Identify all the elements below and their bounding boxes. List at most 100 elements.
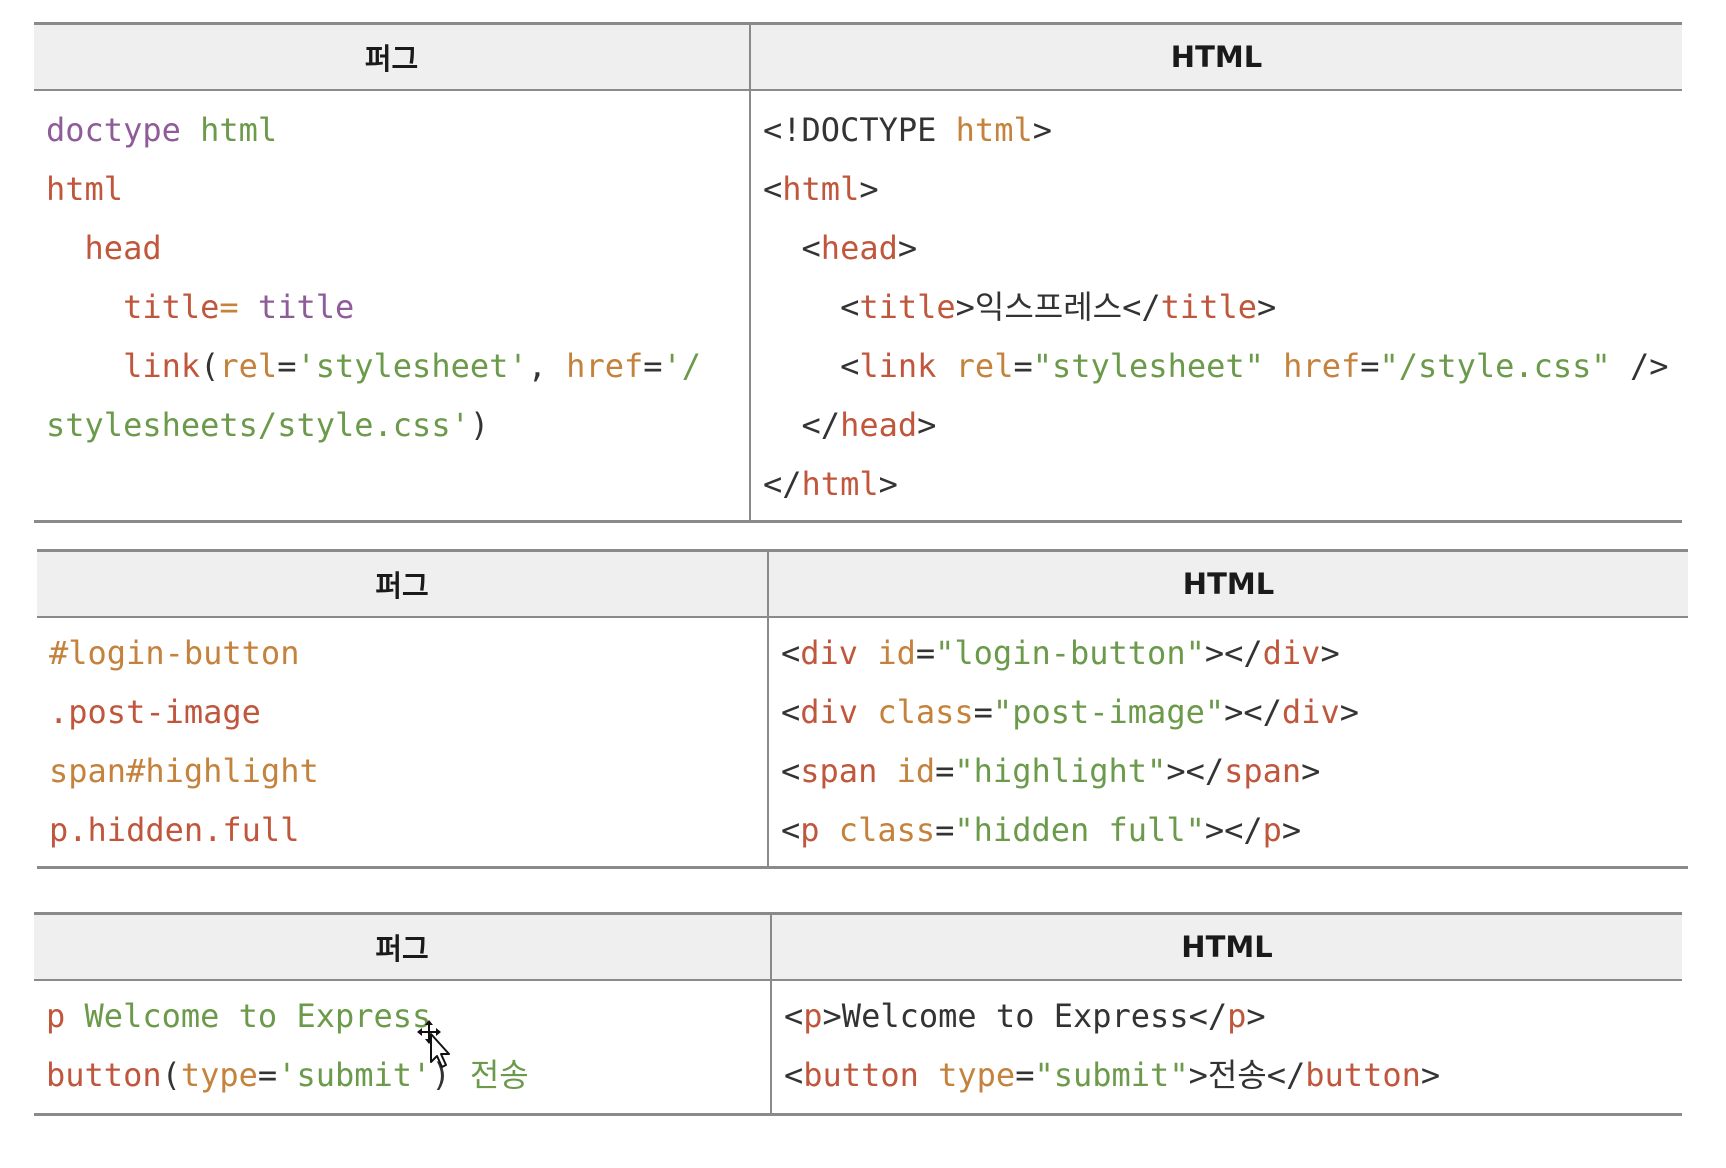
code-token: < <box>784 997 804 1035</box>
code-token: p <box>46 997 66 1035</box>
code-line: p.hidden.full <box>49 801 767 860</box>
code-token: doctype <box>46 111 181 149</box>
code-token: div <box>800 634 859 672</box>
code-token: button <box>803 1056 919 1094</box>
code-token: < <box>781 693 801 731</box>
code-token: type <box>918 1056 1016 1094</box>
code-token: "hidden full" <box>954 811 1205 849</box>
pug-column-header: 퍼그 <box>34 23 750 91</box>
code-token: = <box>973 693 993 731</box>
code-token: title <box>1160 288 1257 326</box>
code-line: .post-image <box>49 683 767 742</box>
code-line: p Welcome to Express <box>46 987 770 1046</box>
code-line: <div class="post-image"></div> <box>781 683 1688 742</box>
pug-column-header: 퍼그 <box>34 913 771 981</box>
code-token: link <box>46 347 201 385</box>
code-token: < <box>784 1056 804 1094</box>
code-token: < <box>763 347 860 385</box>
code-line: title= title <box>46 278 749 337</box>
code-token: > <box>1339 693 1359 731</box>
code-token: #login-button <box>49 634 300 672</box>
code-token: div <box>1281 693 1340 731</box>
code-token: html <box>801 465 879 503</box>
code-token: = <box>1360 347 1380 385</box>
code-token: > <box>897 229 918 267</box>
code-token: html <box>46 170 124 208</box>
code-token: < <box>781 752 801 790</box>
code-token: html <box>936 111 1033 149</box>
code-token: rel <box>219 347 278 385</box>
code-token: > <box>1032 111 1052 149</box>
code-line: <span id="highlight"></span> <box>781 742 1688 801</box>
code-token: link <box>859 347 937 385</box>
code-line: <p>Welcome to Express</p> <box>784 987 1682 1046</box>
html-code-cell: <div id="login-button"></div><div class=… <box>767 617 1688 868</box>
code-token: Welcome to Express <box>65 997 432 1035</box>
code-token: "submit" <box>1034 1056 1189 1094</box>
code-token: span <box>1224 752 1302 790</box>
code-line: <html> <box>763 160 1682 219</box>
code-token: "login-button" <box>935 634 1205 672</box>
code-token: ></ <box>1204 811 1263 849</box>
code-token: ( <box>161 1056 181 1094</box>
code-token: ></ <box>1166 752 1225 790</box>
code-token: > <box>1320 634 1340 672</box>
code-line: <link rel="stylesheet" href="/style.css"… <box>763 337 1682 396</box>
code-token: type <box>180 1056 258 1094</box>
code-token: button <box>46 1056 162 1094</box>
code-token: = <box>935 752 955 790</box>
code-token: > <box>917 406 937 444</box>
code-token: href <box>566 347 644 385</box>
code-token: id <box>877 752 936 790</box>
table-header-row: 퍼그 HTML <box>34 23 1682 91</box>
code-token: href <box>1263 347 1361 385</box>
code-token: < <box>763 229 821 267</box>
code-token: p <box>800 811 820 849</box>
code-line: head <box>46 219 749 278</box>
code-token: 전송 <box>469 1056 529 1094</box>
code-line: span#highlight <box>49 742 767 801</box>
code-token: div <box>1262 634 1321 672</box>
html-code-cell: <p>Welcome to Express</p><button type="s… <box>770 980 1682 1115</box>
code-token: class <box>819 811 936 849</box>
code-token: > <box>1246 997 1266 1035</box>
code-token: = <box>257 1056 278 1094</box>
code-token: >Welcome to Express</ <box>822 997 1228 1035</box>
code-token: = <box>643 347 663 385</box>
code-token: ></ <box>1224 693 1282 731</box>
code-token: ></ <box>1204 634 1263 672</box>
code-token: .hidden.full <box>68 811 300 849</box>
code-line: </head> <box>763 396 1682 455</box>
code-token: id <box>858 634 916 672</box>
code-token: '/ <box>662 347 702 385</box>
code-line: html <box>46 160 749 219</box>
code-line: doctype html <box>46 101 749 160</box>
code-token: span#highlight <box>49 752 319 790</box>
code-line: button(type='submit') 전송 <box>46 1046 770 1105</box>
code-token: .post-image <box>49 693 261 731</box>
code-token: = <box>1015 1056 1035 1094</box>
pug-column-header: 퍼그 <box>37 550 768 618</box>
code-token: > <box>1281 811 1302 849</box>
code-line: <div id="login-button"></div> <box>781 624 1688 683</box>
code-line: #login-button <box>49 624 767 683</box>
html-code-cell: <!DOCTYPE html><html> <head> <title>익스프레… <box>749 90 1682 522</box>
code-token: = <box>277 347 297 385</box>
code-line: link(rel='stylesheet', href='/ <box>46 337 749 396</box>
code-token: title <box>46 288 220 326</box>
code-token: stylesheets/style.css' <box>46 406 470 444</box>
code-token: p <box>803 997 823 1035</box>
code-token: p <box>1227 997 1247 1035</box>
html-column-header: HTML <box>770 913 1682 981</box>
code-token: "highlight" <box>954 752 1167 790</box>
code-token: > <box>1256 288 1277 326</box>
code-token: span <box>800 752 878 790</box>
code-line: </html> <box>763 455 1682 514</box>
table-row: #login-button .post-image span#highlight p.… <box>37 617 1688 868</box>
code-token: html <box>180 111 278 149</box>
